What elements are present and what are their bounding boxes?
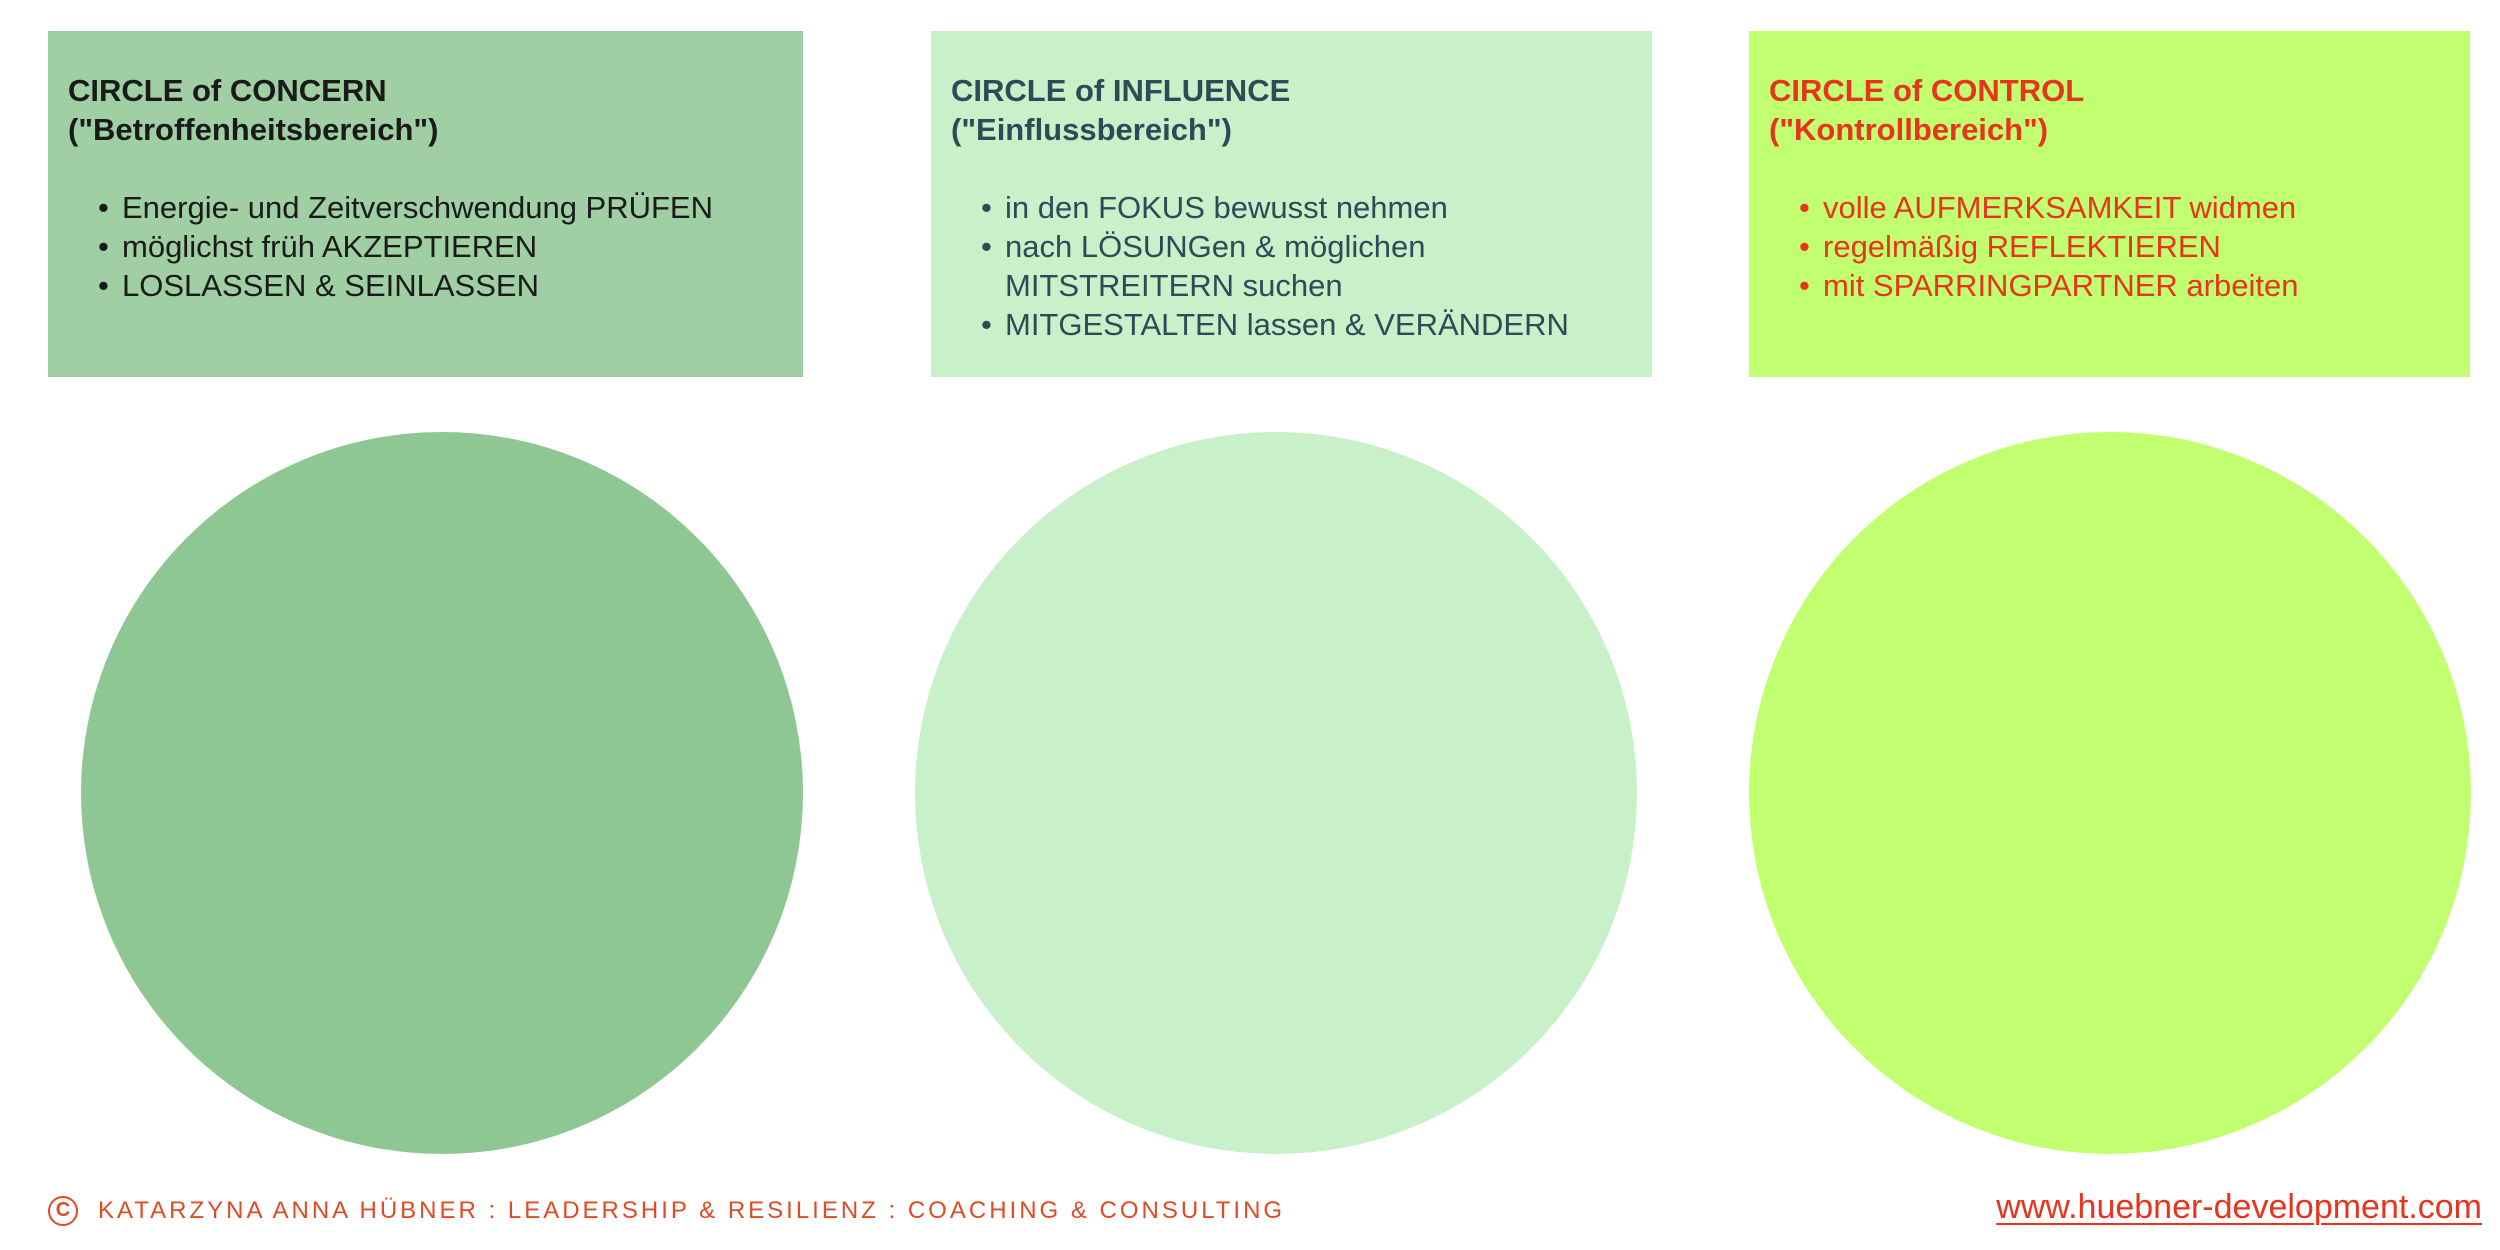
influence-title-line2: ("Einflussbereich") — [951, 112, 1232, 147]
influence-list: in den FOKUS bewusst nehmen nach LÖSUNGe… — [951, 188, 1632, 344]
list-item: nach LÖSUNGen & möglichen MITSTREITERN s… — [981, 227, 1565, 305]
list-item: MITGESTALTEN lassen & VERÄNDERN — [981, 305, 1632, 344]
control-title: CIRCLE of CONTROL ("Kontrollbereich") — [1769, 71, 2450, 149]
footer-copyright-text: KATARZYNA ANNA HÜBNER : LEADERSHIP & RES… — [98, 1197, 1286, 1224]
concern-title-line2: ("Betroffenheitsbereich") — [68, 112, 439, 147]
list-item: LOSLASSEN & SEINLASSEN — [98, 266, 783, 305]
control-circle — [1749, 432, 2471, 1154]
concern-box: CIRCLE of CONCERN ("Betroffenheitsbereic… — [48, 31, 803, 377]
concern-circle — [81, 432, 803, 1154]
list-item: volle AUFMERKSAMKEIT widmen — [1799, 188, 2450, 227]
list-item: möglichst früh AKZEPTIEREN — [98, 227, 783, 266]
website-link[interactable]: www.huebner-development.com — [1996, 1188, 2482, 1226]
list-item: in den FOKUS bewusst nehmen — [981, 188, 1632, 227]
concern-title: CIRCLE of CONCERN ("Betroffenheitsbereic… — [68, 71, 783, 149]
influence-title: CIRCLE of INFLUENCE ("Einflussbereich") — [951, 71, 1632, 149]
footer-copyright: C KATARZYNA ANNA HÜBNER : LEADERSHIP & R… — [48, 1196, 1285, 1226]
influence-circle — [915, 432, 1637, 1154]
list-item: regelmäßig REFLEKTIEREN — [1799, 227, 2450, 266]
copyright-icon: C — [48, 1196, 78, 1226]
control-title-line2: ("Kontrollbereich") — [1769, 112, 2049, 147]
list-item: Energie- und Zeitverschwendung PRÜFEN — [98, 188, 783, 227]
influence-title-line1: CIRCLE of INFLUENCE — [951, 73, 1291, 108]
list-item: mit SPARRINGPARTNER arbeiten — [1799, 266, 2450, 305]
concern-title-line1: CIRCLE of CONCERN — [68, 73, 387, 108]
control-title-line1: CIRCLE of CONTROL — [1769, 73, 2085, 108]
concern-list: Energie- und Zeitverschwendung PRÜFEN mö… — [68, 188, 783, 305]
control-box: CIRCLE of CONTROL ("Kontrollbereich") vo… — [1749, 31, 2470, 377]
influence-box: CIRCLE of INFLUENCE ("Einflussbereich") … — [931, 31, 1652, 377]
control-list: volle AUFMERKSAMKEIT widmen regelmäßig R… — [1769, 188, 2450, 305]
